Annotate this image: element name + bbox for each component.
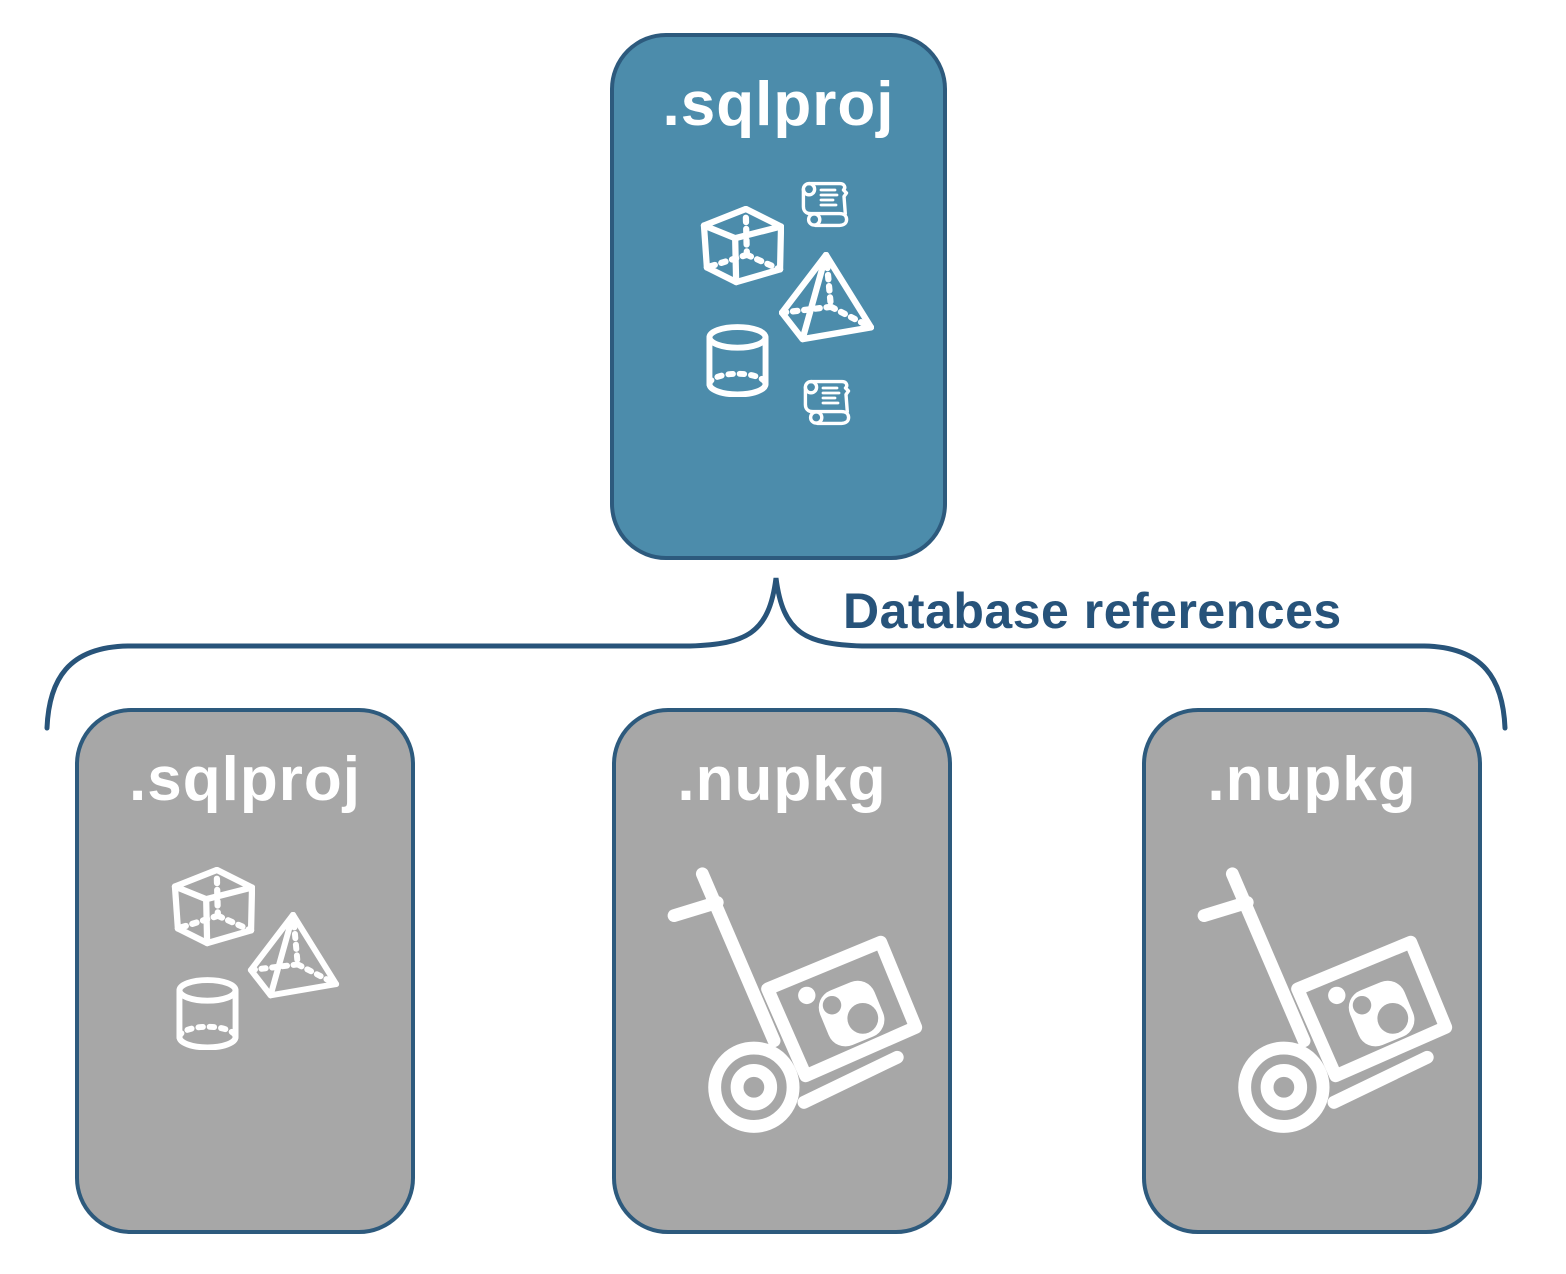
referenced-card-label: .sqlproj [129, 745, 361, 814]
connector-label: Database references [843, 583, 1342, 639]
main-sqlproj-card: .sqlproj [610, 33, 947, 560]
referenced-card-label: .nupkg [1207, 745, 1417, 814]
cube-icon [700, 206, 784, 286]
pyramid-icon [246, 912, 341, 1000]
referenced-nupkg-card: .nupkg [612, 708, 952, 1234]
database-cylinder-icon [706, 324, 769, 397]
referenced-sqlproj-card: .sqlproj [75, 708, 415, 1234]
nuget-hand-truck-icon [664, 854, 944, 1134]
script-scroll-icon [799, 179, 852, 231]
main-card-label: .sqlproj [662, 70, 895, 139]
cube-icon [171, 867, 255, 947]
nuget-hand-truck-icon [1194, 854, 1474, 1134]
pyramid-icon [779, 252, 874, 344]
database-cylinder-icon [176, 977, 239, 1050]
script-scroll-icon [801, 377, 854, 429]
referenced-card-label: .nupkg [677, 745, 887, 814]
referenced-nupkg-card: .nupkg [1142, 708, 1482, 1234]
